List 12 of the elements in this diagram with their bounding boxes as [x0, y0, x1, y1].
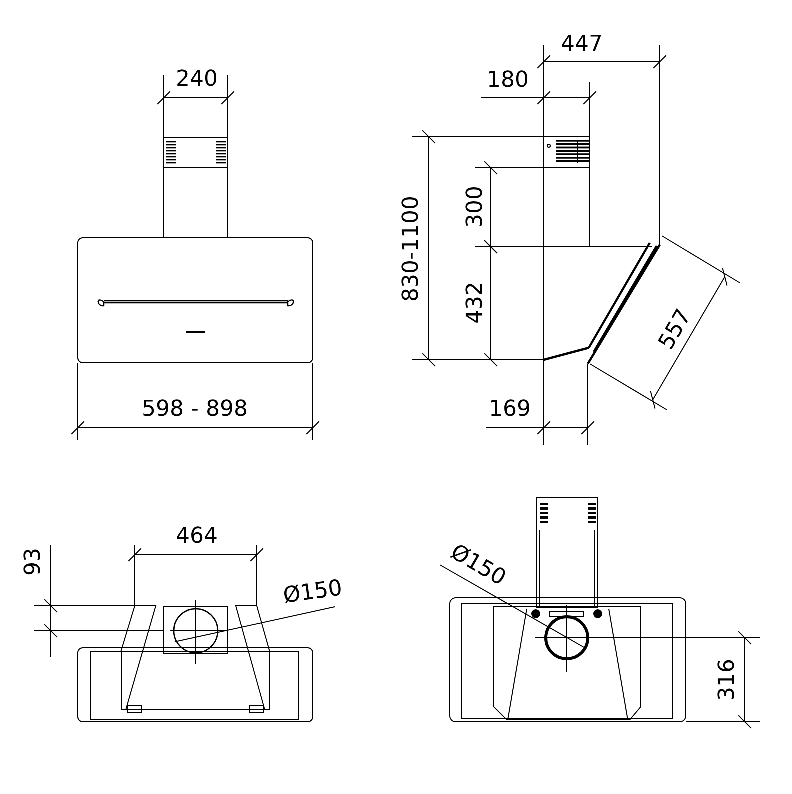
dimension-value: 464: [176, 526, 218, 548]
dimension-value: Ø150: [282, 578, 344, 608]
dimension-value: 300: [465, 186, 487, 228]
dimension-value: 598 - 898: [142, 399, 248, 421]
dimension-value: 93: [23, 548, 45, 576]
dimension-value: 180: [487, 70, 529, 92]
dimension-value: 169: [489, 399, 531, 421]
dimension-value: 316: [717, 659, 739, 701]
dimension-value: 447: [561, 34, 603, 56]
dimension-value: 432: [465, 282, 487, 324]
dimension-value: 240: [176, 69, 218, 91]
dimension-value: 830-1100: [401, 196, 423, 302]
